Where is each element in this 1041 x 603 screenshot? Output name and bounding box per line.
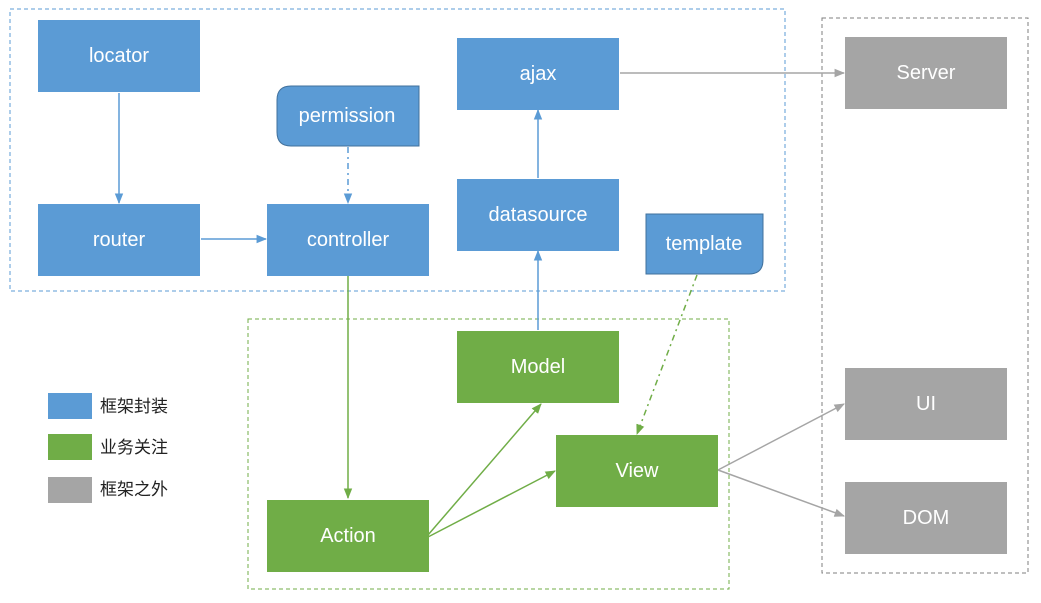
node-server: Server: [845, 37, 1007, 109]
legend-swatch-external: [48, 477, 92, 503]
node-view-label: View: [616, 460, 660, 482]
node-datasource: datasource: [457, 179, 619, 251]
node-router-label: router: [93, 229, 146, 251]
node-model: Model: [457, 331, 619, 403]
legend-swatch-framework: [48, 393, 92, 419]
node-dom-label: DOM: [903, 507, 950, 529]
legend-label-framework: 框架封装: [100, 397, 168, 417]
node-ajax-label: ajax: [520, 63, 557, 85]
node-server-label: Server: [897, 62, 956, 84]
edge-view-dom: [717, 469, 845, 517]
framework-group-frame: [9, 8, 786, 292]
legend-item-framework: 框架封装: [48, 393, 168, 419]
edge-template-view: [636, 274, 698, 435]
legend-item-external: 框架之外: [48, 477, 168, 503]
node-action-label: Action: [320, 525, 376, 547]
business-group-frame: [247, 318, 730, 590]
node-controller-label: controller: [307, 229, 390, 251]
node-locator: locator: [38, 20, 200, 92]
external-group-frame: [821, 17, 1029, 574]
node-template: template: [645, 213, 764, 275]
node-model-label: Model: [511, 356, 565, 378]
node-dom: DOM: [845, 482, 1007, 554]
legend-label-business: 业务关注: [100, 438, 168, 458]
node-router: router: [38, 204, 200, 276]
edge-action-view: [427, 470, 556, 538]
node-template-label: template: [666, 233, 743, 255]
legend-swatch-business: [48, 434, 92, 460]
edge-view-ui: [717, 403, 845, 471]
legend: 框架封装 业务关注 框架之外: [48, 393, 168, 503]
node-ui: UI: [845, 368, 1007, 440]
legend-label-external: 框架之外: [100, 480, 168, 500]
node-datasource-label: datasource: [489, 204, 588, 226]
node-ui-label: UI: [916, 393, 936, 415]
node-ajax: ajax: [457, 38, 619, 110]
node-view: View: [556, 435, 718, 507]
edge-action-model: [427, 403, 542, 536]
node-action: Action: [267, 500, 429, 572]
legend-item-business: 业务关注: [48, 434, 168, 460]
node-permission-label: permission: [299, 105, 396, 127]
node-permission: permission: [276, 85, 420, 147]
node-controller: controller: [267, 204, 429, 276]
node-locator-label: locator: [89, 45, 149, 67]
